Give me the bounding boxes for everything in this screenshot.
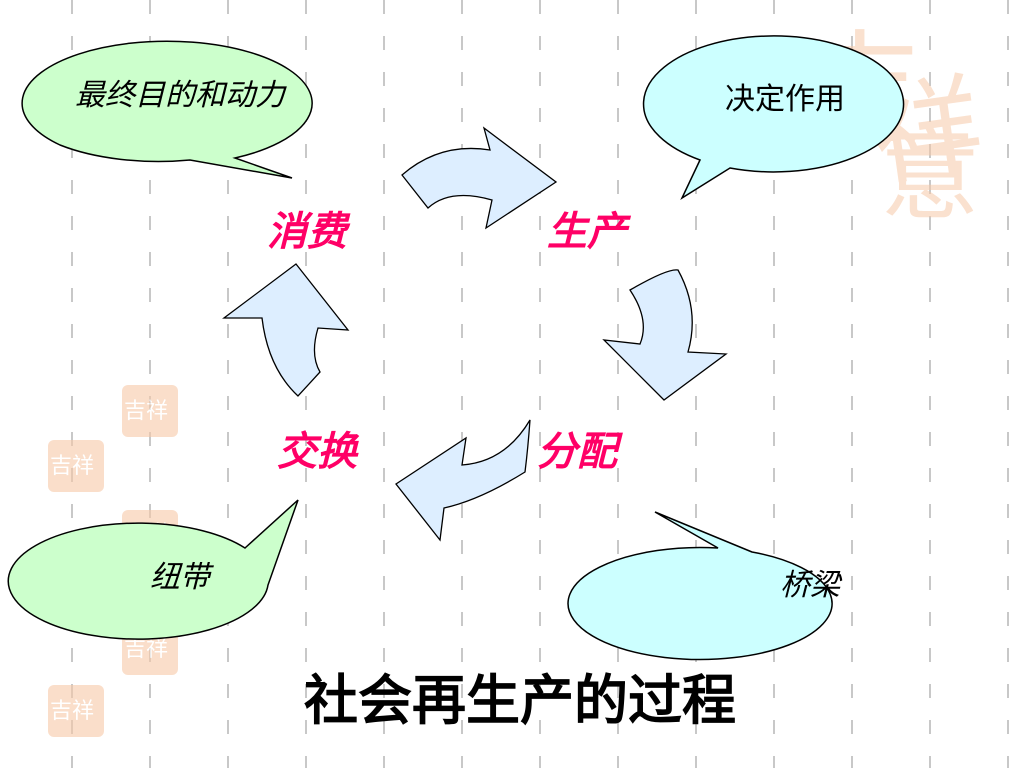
bubble-distribution-role (567, 511, 833, 661)
svg-text:吉祥: 吉祥 (50, 454, 94, 479)
watermark-seal-2: 吉祥 (48, 440, 104, 492)
stage-production: 生产 (547, 209, 627, 255)
bubble-exchange-role (7, 499, 299, 640)
svg-text:吉祥: 吉祥 (50, 699, 94, 724)
stage-distribution: 分配 (537, 429, 617, 475)
stage-consumption: 消费 (267, 209, 347, 255)
svg-text:吉祥: 吉祥 (124, 399, 168, 424)
arrow-distribution-to-exchange (395, 419, 531, 542)
bubble-production-role-text: 决定作用 (725, 82, 845, 117)
arrow-exchange-to-consumption (222, 263, 350, 397)
watermark-seal-1: 吉祥 (122, 385, 178, 437)
bubble-consumption-role-text: 最终目的和动力 (75, 78, 285, 113)
bubble-distribution-role-text: 桥梁 (780, 568, 840, 603)
bubble-exchange-role-text: 纽带 (150, 560, 210, 595)
watermark-seal-6: 吉祥 (48, 685, 104, 737)
svg-text:意: 意 (880, 117, 980, 234)
bubble-consumption-role (21, 40, 313, 179)
stage-exchange: 交换 (277, 429, 357, 475)
slide-title: 社会再生产的过程 (304, 669, 736, 732)
svg-text:吉祥: 吉祥 (124, 637, 168, 662)
bubble-production-role (642, 35, 905, 200)
arrow-production-to-distribution (602, 269, 728, 401)
arrow-consumption-to-production (401, 126, 558, 230)
